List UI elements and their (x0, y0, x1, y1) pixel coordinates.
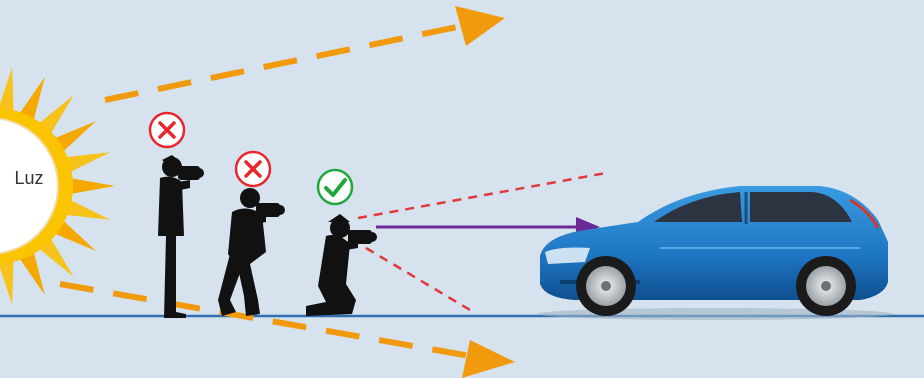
check-circle-icon (318, 170, 352, 204)
x-circle-icon (236, 152, 270, 186)
x-circle-icon (150, 113, 184, 147)
sun-label: Luz (0, 168, 58, 189)
